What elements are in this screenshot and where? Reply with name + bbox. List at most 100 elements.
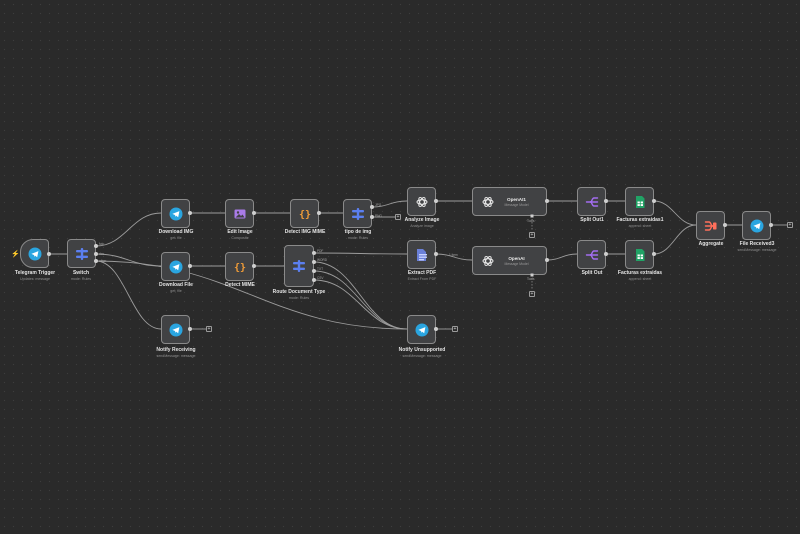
sub-port-label: Tools	[527, 219, 535, 223]
output-port[interactable]	[769, 223, 773, 227]
output-port[interactable]	[312, 269, 316, 273]
node-title: Aggregate	[698, 241, 724, 247]
add-node-button[interactable]: +	[529, 291, 535, 297]
node-edit-image[interactable]	[225, 199, 254, 228]
port-label: JPG	[375, 203, 382, 207]
output-port[interactable]	[94, 252, 98, 256]
node-subtitle: Message Model	[504, 261, 529, 266]
add-node-button[interactable]: +	[529, 232, 535, 238]
output-port[interactable]	[434, 327, 438, 331]
connection[interactable]	[95, 212, 162, 247]
telegram-icon	[169, 323, 183, 337]
output-port[interactable]	[252, 264, 256, 268]
output-port[interactable]	[652, 199, 656, 203]
output-port[interactable]	[252, 211, 256, 215]
node-text: OpenAI Message Model	[501, 256, 546, 266]
node-subtitle: Extract From PDF	[407, 277, 437, 281]
svg-text:{}: {}	[298, 209, 310, 220]
trigger-bolt-icon: ⚡	[11, 251, 20, 258]
node-file-received3[interactable]	[742, 211, 771, 240]
output-port[interactable]	[545, 258, 549, 262]
node-subtitle: sendMessage: message	[402, 354, 442, 358]
openai-icon	[481, 254, 495, 268]
connection[interactable]	[95, 260, 162, 330]
code-icon: {}	[233, 260, 247, 274]
node-download-file[interactable]	[161, 252, 190, 281]
port-label: CSV	[317, 276, 324, 280]
output-port[interactable]	[604, 199, 608, 203]
node-telegram-trigger[interactable]	[20, 239, 49, 268]
node-tipo-de-img[interactable]	[343, 199, 372, 228]
output-port[interactable]	[604, 252, 608, 256]
output-port[interactable]	[370, 215, 374, 219]
add-node-button[interactable]: +	[452, 326, 458, 332]
output-port[interactable]	[312, 251, 316, 255]
node-title: OpenAI1	[507, 196, 526, 202]
node-openai[interactable]: OpenAI Message Model	[472, 246, 547, 275]
node-title: Switch	[72, 270, 90, 276]
telegram-icon	[750, 219, 764, 233]
add-node-button[interactable]: +	[787, 222, 793, 228]
node-detect-img-mime[interactable]: {}	[290, 199, 319, 228]
node-subtitle: Analyze image	[410, 224, 434, 228]
output-port[interactable]	[545, 199, 549, 203]
node-openai1[interactable]: OpenAI1 Message Model	[472, 187, 547, 216]
connection[interactable]	[313, 270, 408, 330]
node-facturas-extraidas1[interactable]	[625, 187, 654, 216]
output-port[interactable]	[188, 211, 192, 215]
openai-icon	[415, 195, 429, 209]
node-notify-receiving[interactable]	[161, 315, 190, 344]
port-label: foto	[99, 242, 105, 246]
connection[interactable]	[653, 224, 697, 255]
output-port[interactable]	[47, 252, 51, 256]
connection[interactable]	[435, 253, 473, 261]
output-port[interactable]	[370, 205, 374, 209]
connection[interactable]	[95, 260, 408, 330]
output-port[interactable]	[312, 260, 316, 264]
node-download-img[interactable]	[161, 199, 190, 228]
switch-icon	[292, 259, 306, 273]
connection[interactable]	[546, 253, 578, 261]
node-facturas-extraidas[interactable]	[625, 240, 654, 269]
connection[interactable]	[313, 261, 408, 330]
node-subtitle: append: sheet	[628, 277, 652, 281]
code-icon: {}	[298, 207, 312, 221]
node-notify-unsupported[interactable]	[407, 315, 436, 344]
node-extract-pdf[interactable]	[407, 240, 436, 269]
output-port[interactable]	[652, 252, 656, 256]
node-subtitle: mode: Rules	[347, 236, 369, 240]
output-port[interactable]	[188, 264, 192, 268]
node-split-out1[interactable]	[577, 187, 606, 216]
node-title: Split Out1	[580, 217, 604, 223]
output-port[interactable]	[94, 244, 98, 248]
node-switch[interactable]	[67, 239, 96, 268]
node-title: Detect MIME	[225, 282, 255, 288]
port-label: TXT	[317, 267, 324, 271]
sub-node-port[interactable]	[530, 273, 534, 277]
output-port[interactable]	[434, 199, 438, 203]
node-analyze-image[interactable]	[407, 187, 436, 216]
connection[interactable]	[371, 200, 408, 208]
port-label: PNG	[375, 214, 382, 218]
output-port[interactable]	[94, 259, 98, 263]
output-port[interactable]	[188, 327, 192, 331]
output-port[interactable]	[317, 211, 321, 215]
node-split-out[interactable]	[577, 240, 606, 269]
output-port[interactable]	[312, 278, 316, 282]
node-detect-mime[interactable]: {}	[225, 252, 254, 281]
add-node-button[interactable]: +	[206, 326, 212, 332]
sub-node-port[interactable]	[530, 214, 534, 218]
connection[interactable]	[653, 200, 697, 226]
connection[interactable]	[313, 252, 408, 255]
node-title: Edit Image	[227, 229, 253, 235]
node-subtitle: Composite	[231, 236, 249, 240]
add-node-button[interactable]: +	[395, 214, 401, 220]
node-title: Notify Receiving	[156, 347, 196, 353]
telegram-icon	[415, 323, 429, 337]
output-port[interactable]	[723, 223, 727, 227]
node-aggregate[interactable]	[696, 211, 725, 240]
output-port[interactable]	[434, 252, 438, 256]
node-route-document-type[interactable]	[284, 245, 314, 287]
connection[interactable]	[313, 279, 408, 330]
